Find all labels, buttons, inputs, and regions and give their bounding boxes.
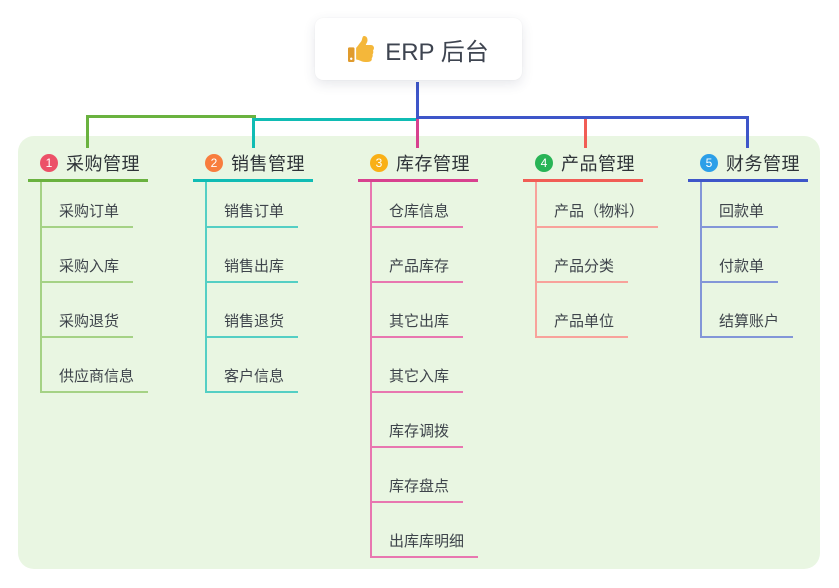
child-node-label[interactable]: 采购入库: [42, 255, 134, 283]
child-node-label[interactable]: 出库库明细: [372, 530, 479, 558]
child-node-row: 供应商信息: [42, 338, 149, 393]
child-node-row: 出库库明细: [372, 503, 479, 558]
branch-label: 销售管理: [231, 154, 305, 174]
thumbs-up-cuff-path: [348, 47, 355, 62]
connector-branch3-v: [416, 119, 419, 148]
branch-heading[interactable]: 5 财务管理: [688, 147, 808, 182]
child-node-row: 产品库存: [372, 228, 478, 283]
child-node-label[interactable]: 销售出库: [207, 255, 299, 283]
child-node-row: 其它出库: [372, 283, 478, 338]
child-node-row: 产品分类: [537, 228, 658, 283]
child-node-row: 销售订单: [207, 182, 313, 228]
child-node-row: 销售退货: [207, 283, 313, 338]
child-node-label[interactable]: 供应商信息: [42, 365, 149, 393]
child-node-label[interactable]: 销售退货: [207, 310, 299, 338]
branch-node-5: 5 财务管理 回款单付款单结算账户: [688, 147, 808, 338]
connector-branch5-h: [416, 116, 749, 119]
branch-label: 产品管理: [561, 154, 635, 174]
child-node-label[interactable]: 采购订单: [42, 200, 134, 228]
child-node-row: 客户信息: [207, 338, 313, 393]
branch-index-badge: 5: [700, 154, 718, 172]
branch-heading[interactable]: 1 采购管理: [28, 147, 148, 182]
branch-node-1: 1 采购管理 采购订单采购入库采购退货供应商信息: [28, 147, 149, 393]
child-node-label[interactable]: 付款单: [702, 255, 779, 283]
child-node-label[interactable]: 客户信息: [207, 365, 299, 393]
child-node-row: 回款单: [702, 182, 808, 228]
connector-branch1-h: [86, 115, 256, 118]
branch-index-badge: 4: [535, 154, 553, 172]
branch-heading[interactable]: 2 销售管理: [193, 147, 313, 182]
child-node-row: 销售出库: [207, 228, 313, 283]
branch-node-4: 4 产品管理 产品（物料） 产品分类产品单位: [523, 147, 659, 338]
child-node-label[interactable]: 其它出库: [372, 310, 464, 338]
branch-children: 仓库信息产品库存其它出库其它入库库存调拨库存盘点出库库明细: [370, 182, 479, 558]
thumbs-up-hand-path: [356, 36, 375, 62]
branch-children: 产品（物料） 产品分类产品单位: [535, 182, 659, 338]
child-node-label[interactable]: 回款单: [702, 200, 779, 228]
root-node[interactable]: ERP 后台: [315, 18, 522, 80]
child-node-row: 产品（物料）: [537, 182, 659, 228]
child-node-row: 采购订单: [42, 182, 148, 228]
branch-node-3: 3 库存管理 仓库信息产品库存其它出库其它入库库存调拨库存盘点出库库明细: [358, 147, 479, 558]
child-node-label[interactable]: 采购退货: [42, 310, 134, 338]
branch-node-2: 2 销售管理 销售订单销售出库销售退货客户信息: [193, 147, 313, 393]
child-node-label[interactable]: 产品（物料）: [537, 200, 659, 228]
child-node-row: 采购入库: [42, 228, 148, 283]
branch-index-badge: 3: [370, 154, 388, 172]
child-node-row: 采购退货: [42, 283, 148, 338]
connector-branch1-v: [86, 115, 89, 148]
child-node-row: 仓库信息: [372, 182, 478, 228]
child-node-label[interactable]: 结算账户: [702, 310, 794, 338]
child-node-label[interactable]: 其它入库: [372, 365, 464, 393]
child-node-row: 库存盘点: [372, 448, 478, 503]
branch-children: 回款单付款单结算账户: [700, 182, 808, 338]
connector-root-stem: [416, 82, 419, 118]
child-node-row: 库存调拨: [372, 393, 478, 448]
mindmap-background-panel: [18, 136, 820, 569]
connector-branch5-v: [746, 116, 749, 148]
child-node-label[interactable]: 产品分类: [537, 255, 629, 283]
child-node-row: 结算账户: [702, 283, 808, 338]
root-node-label: ERP 后台: [385, 38, 489, 66]
connector-branch4-v: [584, 119, 587, 148]
child-node-row: 产品单位: [537, 283, 658, 338]
child-node-label[interactable]: 销售订单: [207, 200, 299, 228]
connector-branch2-h: [252, 118, 418, 121]
branch-index-badge: 1: [40, 154, 58, 172]
child-node-label[interactable]: 库存调拨: [372, 420, 464, 448]
branch-heading[interactable]: 3 库存管理: [358, 147, 478, 182]
branch-children: 销售订单销售出库销售退货客户信息: [205, 182, 313, 393]
child-node-label[interactable]: 产品库存: [372, 255, 464, 283]
branch-index-badge: 2: [205, 154, 223, 172]
child-node-label[interactable]: 仓库信息: [372, 200, 464, 228]
branch-label: 库存管理: [396, 154, 470, 174]
branch-label: 采购管理: [66, 154, 140, 174]
branch-children: 采购订单采购入库采购退货供应商信息: [40, 182, 149, 393]
connector-branch2-v: [252, 118, 255, 148]
child-node-label[interactable]: 产品单位: [537, 310, 629, 338]
branch-heading[interactable]: 4 产品管理: [523, 147, 643, 182]
child-node-row: 付款单: [702, 228, 808, 283]
branch-label: 财务管理: [726, 154, 800, 174]
child-node-row: 其它入库: [372, 338, 478, 393]
thumbs-up-icon: [348, 36, 375, 62]
child-node-label[interactable]: 库存盘点: [372, 475, 464, 503]
